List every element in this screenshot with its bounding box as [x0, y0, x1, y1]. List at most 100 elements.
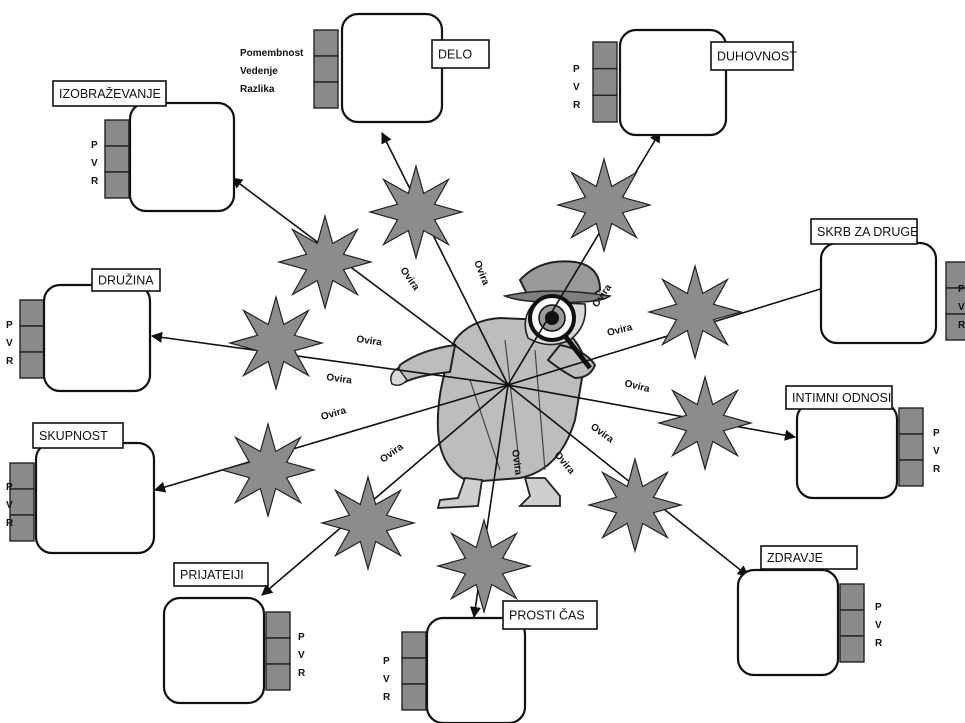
pvr-segment[interactable]	[104, 171, 130, 199]
domain-box-prijatelji[interactable]	[162, 596, 266, 705]
pvr-segment[interactable]	[839, 609, 865, 637]
obstacle-star-icon	[435, 517, 533, 615]
pvr-segment[interactable]	[9, 488, 35, 516]
domain-node-skrb: SKRB ZA DRUGE PVR	[810, 218, 965, 345]
obstacle-star-icon	[276, 213, 374, 311]
obstacle-star-icon	[646, 263, 744, 361]
ovira-label: Ovira	[552, 450, 577, 477]
pvr-letter: V	[298, 650, 305, 661]
pvr-segment[interactable]	[265, 611, 291, 639]
pvr-letter: V	[958, 302, 965, 313]
pvr-segment[interactable]	[19, 351, 45, 379]
pvr-letter: V	[91, 158, 98, 169]
pvr-segment[interactable]	[9, 514, 35, 542]
pvr-segment[interactable]	[592, 41, 618, 70]
pvr-segment[interactable]	[592, 67, 618, 97]
pvr-segment[interactable]	[401, 631, 427, 659]
pvr-segment[interactable]	[839, 583, 865, 611]
domain-node-delo: DELO	[313, 12, 490, 124]
domain-box-skupnost[interactable]	[34, 441, 156, 555]
legend-word-razlika: Razlika	[240, 84, 275, 95]
obstacle-star-icon	[319, 474, 417, 572]
domain-title: DELO	[438, 48, 472, 62]
spoke-delo	[381, 131, 509, 386]
obstacle-star-icon	[367, 163, 465, 261]
pvr-segment[interactable]	[19, 325, 45, 353]
obstacle-star-icon	[586, 456, 684, 554]
domain-box-delo[interactable]	[340, 12, 444, 124]
domain-box-izobrazevanje[interactable]	[128, 101, 236, 213]
pvr-segment[interactable]	[592, 94, 618, 123]
ovira-label: Ovira	[606, 322, 634, 339]
domain-box-skrb[interactable]	[819, 241, 938, 345]
domain-title-box	[785, 385, 893, 410]
domain-title: DUHOVNOST	[717, 50, 797, 64]
pvr-segment[interactable]	[9, 462, 35, 490]
spoke-duhovnost	[507, 131, 661, 386]
domain-title: SKRB ZA DRUGE	[817, 225, 918, 239]
domain-title: IZOBRAŽEVANJE	[59, 86, 161, 101]
obstacle-star-icon	[219, 421, 317, 519]
domain-box-duhovnost[interactable]	[618, 28, 728, 137]
legend-word-pomembnost: Pomembnost	[240, 48, 304, 59]
obstacle-stars	[219, 156, 754, 615]
ovira-label: Ovira	[623, 378, 651, 395]
pvr-letter: R	[298, 668, 306, 679]
domain-box-prosti[interactable]	[425, 616, 527, 723]
domain-title: PRIJATEIJI	[180, 568, 244, 582]
pvr-segment[interactable]	[313, 55, 339, 83]
pvr-segment[interactable]	[401, 657, 427, 685]
domain-box-druzina[interactable]	[42, 283, 152, 393]
domain-title: DRUŽINA	[98, 273, 154, 288]
ovira-label: Ovira	[320, 405, 348, 423]
pvr-letter: V	[383, 674, 390, 685]
pvr-segment[interactable]	[104, 119, 130, 147]
connector-lines	[150, 131, 842, 619]
pvr-letter: V	[933, 446, 940, 457]
domain-title-box	[173, 562, 269, 587]
pvr-segment[interactable]	[265, 663, 291, 691]
ovira-label: Ovira	[398, 265, 422, 293]
domain-title-box	[810, 218, 918, 245]
spoke-skupnost	[153, 384, 509, 493]
pvr-letter: P	[875, 602, 882, 613]
ovira-label: Ovira	[588, 422, 616, 446]
pvr-segment[interactable]	[839, 635, 865, 663]
pvr-letter: R	[6, 518, 14, 529]
pvr-segment[interactable]	[898, 459, 924, 487]
pvr-letter: R	[573, 100, 581, 111]
pvr-segment[interactable]	[104, 145, 130, 173]
pvr-segment[interactable]	[265, 637, 291, 665]
obstacle-star-icon	[656, 374, 754, 472]
spoke-izobrazevanje	[231, 177, 509, 386]
pvr-segment[interactable]	[313, 29, 339, 57]
ovira-label: Ovira	[378, 441, 406, 465]
pvr-segment[interactable]	[945, 313, 965, 341]
pvr-letter: P	[958, 284, 965, 295]
pvr-letter: P	[6, 482, 13, 493]
pvr-letter: V	[573, 82, 580, 93]
pvr-letter: R	[933, 464, 941, 475]
domain-box-zdravje[interactable]	[736, 568, 840, 677]
pvr-segment[interactable]	[401, 683, 427, 711]
pvr-segment[interactable]	[313, 81, 339, 109]
pvr-segment[interactable]	[898, 407, 924, 435]
pvr-segment[interactable]	[19, 299, 45, 327]
pvr-letter: P	[933, 428, 940, 439]
domain-title-box	[431, 39, 490, 69]
pvr-segment[interactable]	[898, 433, 924, 461]
pvr-letter: R	[958, 320, 965, 331]
spoke-druzina	[150, 331, 509, 386]
ovira-label: Ovira	[509, 449, 524, 476]
ovira-label: Ovira	[471, 259, 491, 287]
pvr-letter: R	[383, 692, 391, 703]
domain-title: SKUPNOST	[39, 429, 108, 443]
domain-box-intimni[interactable]	[795, 401, 899, 500]
